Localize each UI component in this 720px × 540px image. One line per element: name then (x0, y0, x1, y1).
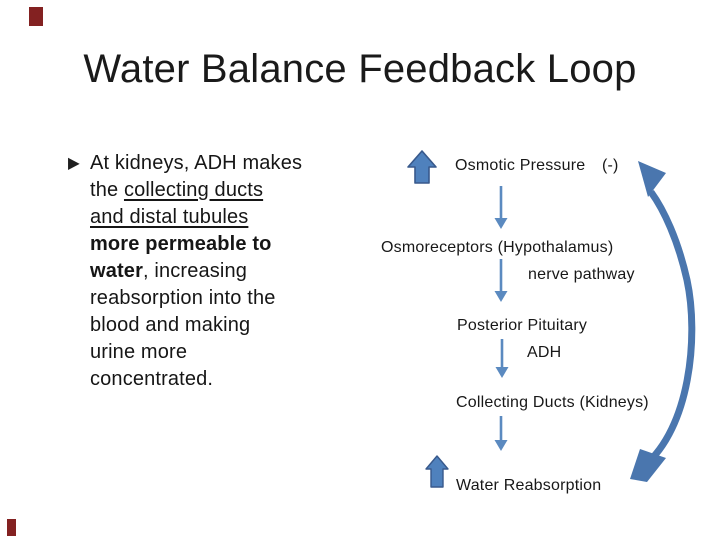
bullet-item: ▶ At kidneys, ADH makes the collecting d… (68, 150, 368, 393)
bullet-line: urine more (90, 339, 302, 366)
water-reabsorption-label: Water Reabsorption (456, 477, 602, 494)
bullet-text: At kidneys, ADH makes the collecting duc… (90, 150, 302, 393)
nerve-pathway-label: nerve pathway (528, 266, 635, 283)
bullet-line: blood and making (90, 312, 302, 339)
collecting-ducts-label: Collecting Ducts (Kidneys) (456, 394, 649, 411)
down-connector-arrow-2 (494, 259, 508, 302)
down-connector-arrow-1 (494, 186, 508, 229)
up-arrow-icon-bottom (425, 455, 449, 488)
osmotic-pressure-label: Osmotic Pressure (455, 157, 586, 174)
bullet-line: and distal tubules (90, 204, 302, 231)
feedback-curve-arrow (630, 161, 696, 482)
bullet-line: At kidneys, ADH makes (90, 150, 302, 177)
body-text-segment: blood and making (90, 314, 251, 336)
bullet-line: water, increasing (90, 258, 302, 285)
triangle-bullet-icon: ▶ (68, 154, 80, 173)
bullet-line: reabsorption into the (90, 285, 302, 312)
bullet-line: the collecting ducts (90, 177, 302, 204)
template-accent-bottom-left (7, 519, 16, 536)
body-text-segment: the (90, 179, 124, 201)
down-connector-arrow-3 (495, 339, 509, 378)
slide-title: Water Balance Feedback Loop (83, 47, 637, 91)
body-text-segment: reabsorption into the (90, 287, 276, 309)
body-text-segment-underlined: and distal tubules (90, 206, 249, 228)
osmoreceptors-label: Osmoreceptors (Hypothalamus) (381, 239, 614, 256)
body-text-segment: At kidneys, ADH makes (90, 152, 303, 174)
body-text-segment: , increasing (143, 260, 248, 282)
bullet-line: more permeable to (90, 231, 302, 258)
adh-label: ADH (527, 344, 562, 361)
negative-feedback-label: (-) (602, 157, 619, 174)
body-text-segment-bold: water (90, 260, 143, 282)
bullet-line: concentrated. (90, 366, 302, 393)
posterior-pituitary-label: Posterior Pituitary (457, 317, 588, 334)
body-text-segment-underlined: collecting ducts (123, 179, 264, 201)
body-text-segment: concentrated. (90, 368, 214, 390)
up-arrow-icon (407, 150, 437, 184)
body-text-segment: urine more (90, 341, 188, 363)
body-text-segment-bold: more permeable to (90, 233, 272, 255)
down-connector-arrow-4 (494, 416, 508, 451)
template-accent-top-left (29, 7, 43, 26)
